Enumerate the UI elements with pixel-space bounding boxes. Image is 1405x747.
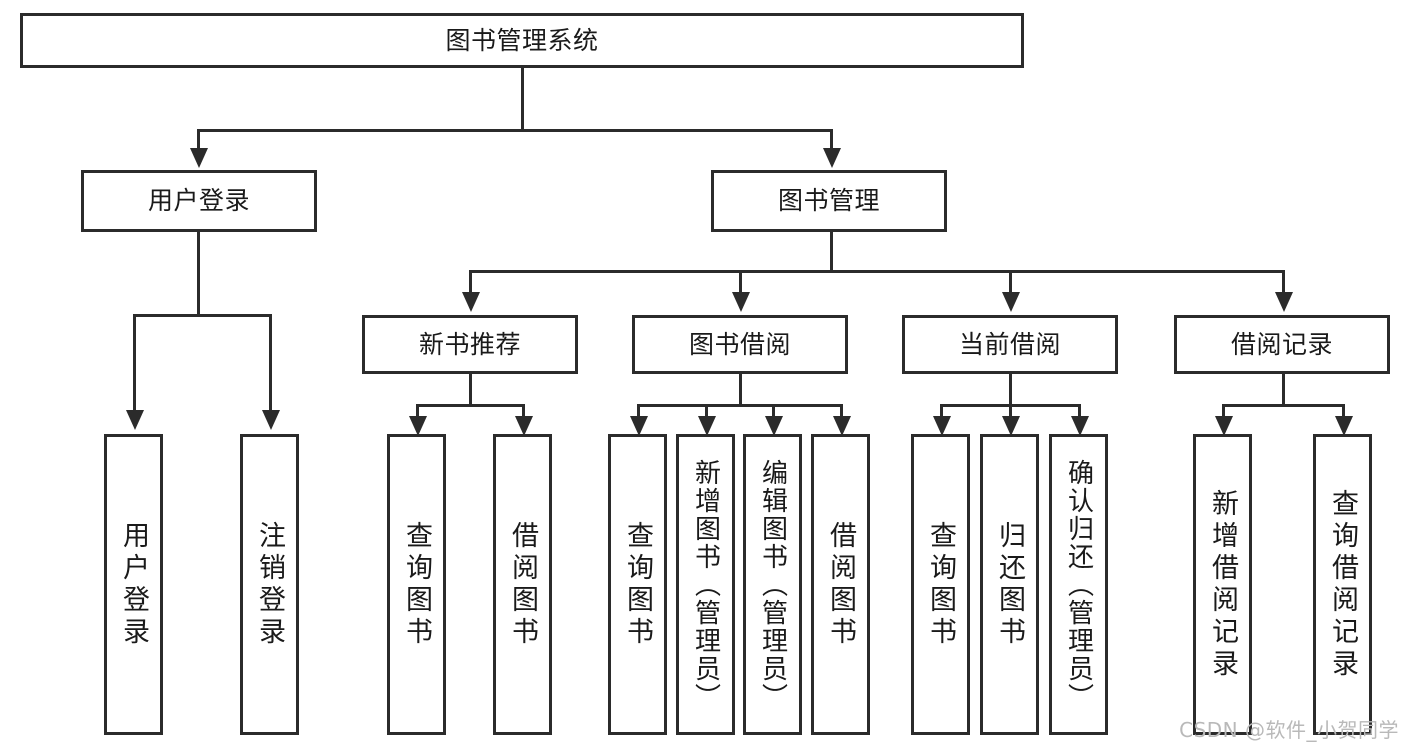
arrowhead-bb-leaf-2	[698, 416, 716, 436]
arrowhead-br-leaf-2	[1335, 416, 1353, 436]
leaf-nb-borrow-book[interactable]: 借阅图书	[493, 434, 552, 735]
node-label: 查询借阅记录	[1327, 488, 1358, 681]
arrowhead-cb-leaf-2	[1002, 416, 1020, 436]
connector-drop-cb-leaf-3	[1078, 404, 1081, 418]
leaf-nb-query-book[interactable]: 查询图书	[387, 434, 446, 735]
arrowhead-bb-leaf-4	[833, 416, 851, 436]
arrowhead-leaf-user-login	[126, 410, 144, 430]
connector-drop-nb-leaf-2	[522, 404, 525, 418]
node-current-borrow[interactable]: 当前借阅	[902, 315, 1118, 374]
arrowhead-book-borrow	[732, 292, 750, 312]
node-label: 借阅图书	[507, 520, 538, 649]
arrowhead-cb-leaf-3	[1071, 416, 1089, 436]
connector-drop-nb-leaf-1	[416, 404, 419, 418]
node-label: 新增借阅记录	[1207, 488, 1238, 681]
connector-current-borrow-stem	[1009, 374, 1012, 406]
node-book-management[interactable]: 图书管理	[711, 170, 947, 232]
node-label: 编辑图书（管理员）	[757, 458, 788, 711]
arrowhead-nb-leaf-1	[409, 416, 427, 436]
connector-drop-new-book	[469, 270, 472, 294]
node-label: 查询图书	[622, 520, 653, 649]
connector-drop-bb-leaf-2	[705, 404, 708, 418]
connector-user-login-stem	[197, 232, 200, 316]
arrowhead-leaf-logout	[262, 410, 280, 430]
leaf-cb-query-book[interactable]: 查询图书	[911, 434, 970, 735]
arrowhead-current-borrow	[1002, 292, 1020, 312]
connector-drop-current-borrow	[1009, 270, 1012, 294]
connector-drop-cb-leaf-1	[940, 404, 943, 418]
leaf-user-login[interactable]: 用户登录	[104, 434, 163, 735]
leaf-cb-confirm-return-admin[interactable]: 确认归还（管理员）	[1049, 434, 1108, 735]
node-label: 图书管理	[777, 186, 880, 215]
node-label: 用户登录	[147, 186, 250, 215]
connector-bus-new-book-leaves	[416, 404, 525, 407]
connector-drop-bb-leaf-1	[637, 404, 640, 418]
node-borrow-record[interactable]: 借阅记录	[1174, 315, 1390, 374]
node-label: 查询图书	[925, 520, 956, 649]
connector-drop-leaf-user-login	[133, 314, 136, 412]
arrowhead-cb-leaf-1	[933, 416, 951, 436]
connector-book-borrow-stem	[739, 374, 742, 406]
leaf-br-query-record[interactable]: 查询借阅记录	[1313, 434, 1372, 735]
leaf-bb-query-book[interactable]: 查询图书	[608, 434, 667, 735]
connector-bus-book-borrow-leaves	[637, 404, 843, 407]
node-new-book-recommend[interactable]: 新书推荐	[362, 315, 578, 374]
connector-drop-book-manage	[830, 129, 833, 151]
connector-drop-borrow-record	[1282, 270, 1285, 294]
node-book-borrow[interactable]: 图书借阅	[632, 315, 848, 374]
connector-root-stem	[521, 68, 524, 131]
node-label: 新增图书（管理员）	[690, 458, 721, 711]
connector-drop-leaf-logout	[269, 314, 272, 412]
leaf-bb-add-book-admin[interactable]: 新增图书（管理员）	[676, 434, 735, 735]
node-label: 当前借阅	[958, 329, 1061, 359]
csdn-watermark: CSDN @软件_小贺同学	[1179, 718, 1399, 742]
arrowhead-nb-leaf-2	[515, 416, 533, 436]
connector-drop-bb-leaf-3	[772, 404, 775, 418]
leaf-cb-return-book[interactable]: 归还图书	[980, 434, 1039, 735]
leaf-br-add-record[interactable]: 新增借阅记录	[1193, 434, 1252, 735]
arrowhead-bb-leaf-3	[765, 416, 783, 436]
connector-new-book-stem	[469, 374, 472, 406]
node-root-system[interactable]: 图书管理系统	[20, 13, 1024, 68]
connector-bus-borrow-record-leaves	[1222, 404, 1345, 407]
node-label: 借阅记录	[1230, 329, 1333, 359]
connector-drop-cb-leaf-2	[1009, 404, 1012, 418]
node-label: 注销登录	[254, 520, 285, 649]
connector-bus-level2	[197, 129, 833, 132]
connector-book-manage-stem	[830, 232, 833, 272]
arrowhead-bb-leaf-1	[630, 416, 648, 436]
node-label: 新书推荐	[418, 329, 521, 359]
node-label: 图书借阅	[688, 329, 791, 359]
leaf-bb-edit-book-admin[interactable]: 编辑图书（管理员）	[743, 434, 802, 735]
arrowhead-book-manage	[823, 148, 841, 168]
leaf-bb-borrow-book[interactable]: 借阅图书	[811, 434, 870, 735]
connector-drop-bb-leaf-4	[840, 404, 843, 418]
node-user-login[interactable]: 用户登录	[81, 170, 317, 232]
node-label: 借阅图书	[825, 520, 856, 649]
connector-drop-book-borrow	[739, 270, 742, 294]
leaf-logout[interactable]: 注销登录	[240, 434, 299, 735]
connector-bus-level3	[469, 270, 1285, 273]
connector-drop-user-login	[197, 129, 200, 151]
arrowhead-new-book	[462, 292, 480, 312]
arrowhead-user-login	[190, 148, 208, 168]
node-label: 归还图书	[994, 520, 1025, 649]
node-label: 图书管理系统	[445, 25, 599, 55]
arrowhead-br-leaf-1	[1215, 416, 1233, 436]
node-label: 查询图书	[401, 520, 432, 649]
connector-borrow-record-stem	[1282, 374, 1285, 406]
node-label: 确认归还（管理员）	[1063, 458, 1094, 711]
connector-drop-br-leaf-1	[1222, 404, 1225, 418]
node-label: 用户登录	[118, 520, 149, 649]
arrowhead-borrow-record	[1275, 292, 1293, 312]
connector-drop-br-leaf-2	[1342, 404, 1345, 418]
connector-bus-user-login-leaves	[133, 314, 272, 317]
